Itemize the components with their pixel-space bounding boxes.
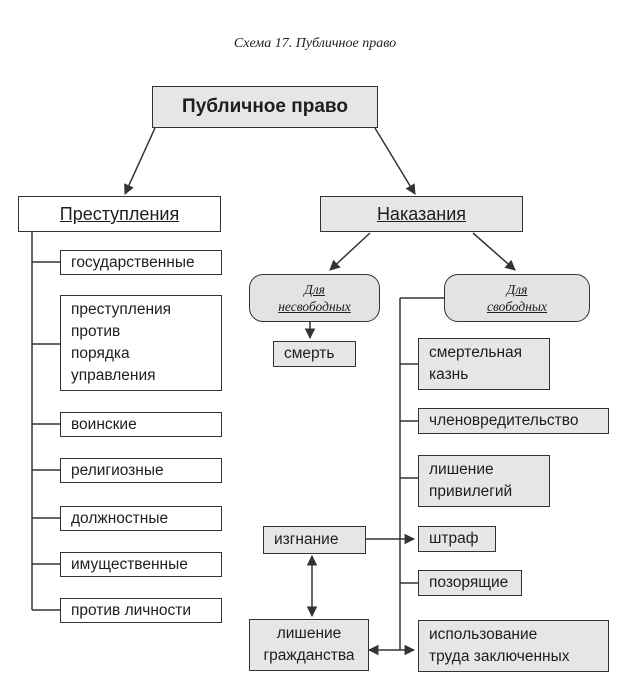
diagram-caption: Схема 17. Публичное право bbox=[233, 36, 397, 51]
free-label: Для свободных bbox=[486, 282, 548, 314]
punishments-node: Наказания bbox=[320, 196, 523, 232]
crimes-node: Преступления bbox=[18, 196, 221, 232]
root-node: Публичное право bbox=[152, 86, 378, 128]
crime-item: религиозные bbox=[60, 458, 222, 483]
free-category: Для свободных bbox=[444, 274, 590, 322]
free-punishment-item: лишение привилегий bbox=[418, 455, 550, 507]
unfree-label: Для несвободных bbox=[278, 282, 351, 314]
crime-item: должностные bbox=[60, 506, 222, 531]
crime-item: преступления против порядка управления bbox=[60, 295, 222, 391]
free-punishment-item: позорящие bbox=[418, 570, 522, 596]
free-punishment-item: штраф bbox=[418, 526, 496, 552]
death-node: смерть bbox=[273, 341, 356, 367]
free-punishment-item: смертельная казнь bbox=[418, 338, 550, 390]
free-punishment-item: членовредительство bbox=[418, 408, 609, 434]
punishments-heading: Наказания bbox=[376, 204, 467, 224]
free-punishment-item: использование труда заключенных bbox=[418, 620, 609, 672]
crime-item: государственные bbox=[60, 250, 222, 275]
crime-item: имущественные bbox=[60, 552, 222, 577]
crimes-heading: Преступления bbox=[59, 204, 180, 224]
crime-item: воинские bbox=[60, 412, 222, 437]
root-label: Публичное право bbox=[182, 96, 348, 117]
unfree-category: Для несвободных bbox=[249, 274, 380, 322]
citizenship-loss-node: лишение гражданства bbox=[249, 619, 369, 671]
exile-node: изгнание bbox=[263, 526, 366, 554]
crime-item: против личности bbox=[60, 598, 222, 623]
